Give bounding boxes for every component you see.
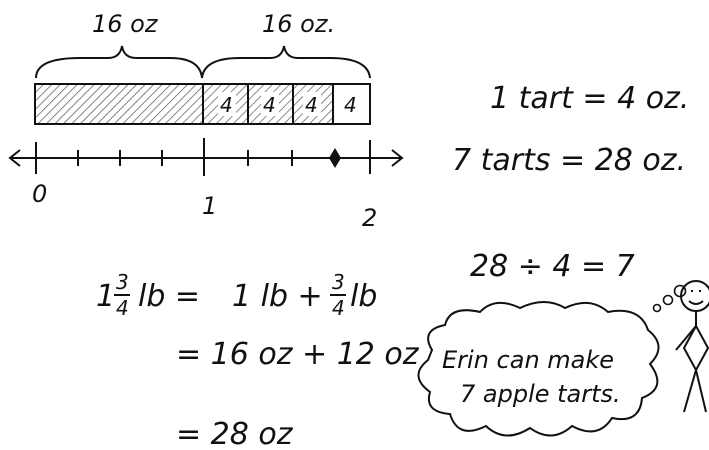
left-brace bbox=[36, 46, 202, 78]
svg-text:4: 4 bbox=[116, 296, 129, 320]
right-brace bbox=[202, 46, 370, 78]
thought-bubble-mid bbox=[664, 296, 673, 305]
svg-text:4: 4 bbox=[332, 296, 345, 320]
work-line-1: 1 3 4 lb = 1 lb + 3 4 lb bbox=[96, 270, 377, 320]
tape-cell-label-1: 4 bbox=[220, 93, 233, 117]
svg-text:3: 3 bbox=[116, 270, 129, 294]
svg-text:lb =: lb = bbox=[138, 279, 200, 314]
tick-label-0: 0 bbox=[32, 180, 47, 208]
svg-text:1 lb +: 1 lb + bbox=[232, 279, 323, 314]
thought-line-1: Erin can make bbox=[442, 346, 614, 374]
tape-hatched-whole bbox=[35, 84, 203, 124]
thought-bubble-small bbox=[654, 305, 661, 312]
fact-seven-tarts: 7 tarts = 28 oz. bbox=[452, 143, 686, 178]
left-brace-label: 16 oz bbox=[92, 10, 159, 38]
division-equation: 28 ÷ 4 = 7 bbox=[470, 249, 635, 284]
svg-text:lb: lb bbox=[350, 279, 377, 314]
work-line-2: = 16 oz + 12 oz bbox=[176, 337, 420, 372]
tick-label-2: 2 bbox=[362, 204, 377, 232]
tape-cell-label-4: 4 bbox=[344, 93, 357, 117]
stick-figure-erin bbox=[676, 281, 709, 412]
svg-text:3: 3 bbox=[332, 270, 345, 294]
tick-label-1: 1 bbox=[202, 192, 217, 220]
number-line-point-28oz bbox=[329, 148, 341, 168]
work-line-3: = 28 oz bbox=[176, 417, 294, 450]
svg-text:1: 1 bbox=[96, 279, 115, 314]
thought-line-2: 7 apple tarts. bbox=[460, 380, 621, 408]
tape-cell-label-2: 4 bbox=[263, 93, 276, 117]
right-brace-label: 16 oz. bbox=[262, 10, 335, 38]
fact-one-tart: 1 tart = 4 oz. bbox=[490, 81, 689, 116]
tape-cell-label-3: 4 bbox=[305, 93, 318, 117]
